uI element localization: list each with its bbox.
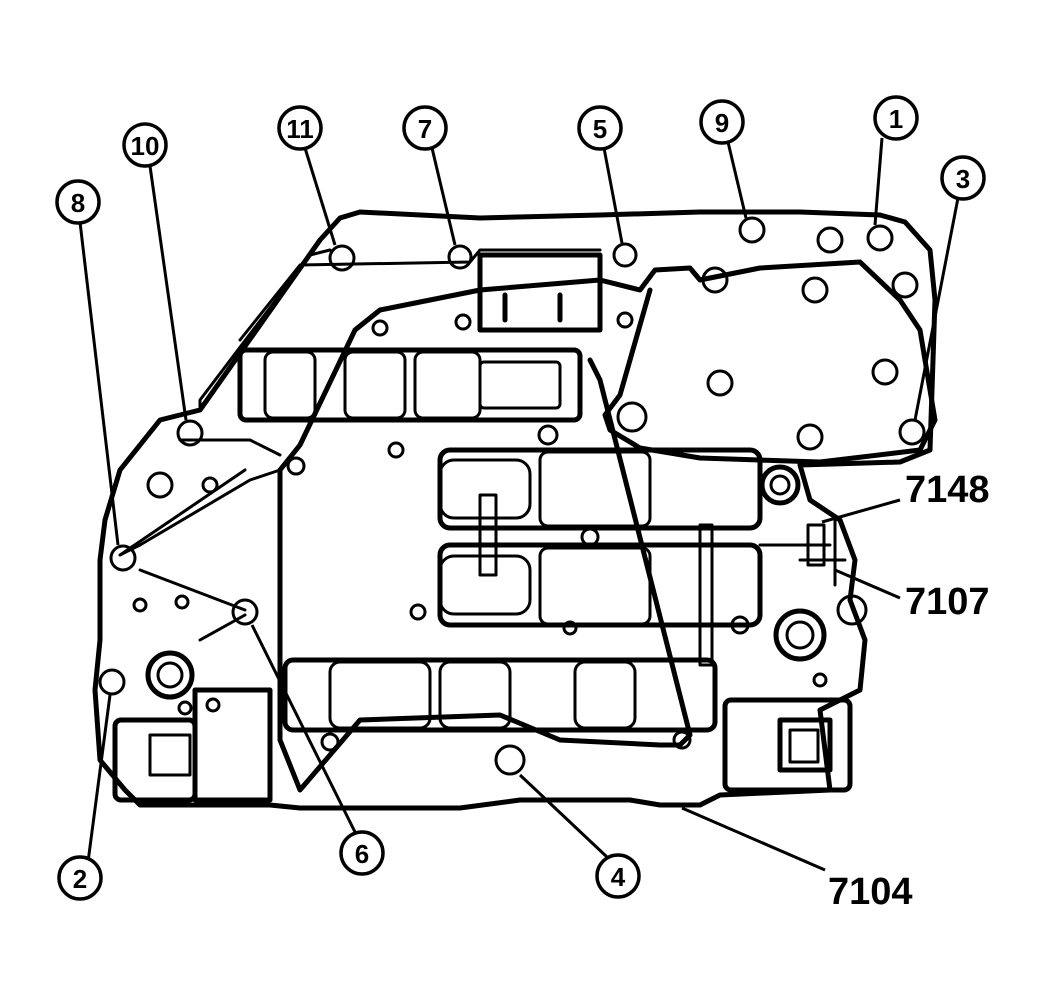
separator-plate-outline (277, 259, 938, 473)
part-labels: 7148 7107 7104 (828, 469, 990, 913)
callout-8: 8 (55, 179, 101, 225)
callout-1: 1 (873, 95, 919, 141)
callout-7: 7 (402, 105, 448, 151)
callout-10-number: 10 (131, 131, 160, 161)
middle-valve-bores (437, 447, 763, 667)
callout-4: 4 (595, 853, 641, 899)
part-label-7107: 7107 (905, 581, 990, 623)
detent-hardware (758, 518, 868, 626)
valve-body-outline (92, 209, 938, 811)
top-center-pocket (477, 252, 603, 333)
leader-lines (78, 137, 960, 872)
separator-plate-lower (277, 357, 693, 793)
callout-10: 10 (122, 122, 168, 168)
callout-11-number: 11 (286, 114, 314, 144)
left-solenoid (112, 650, 273, 803)
callout-3-number: 3 (956, 164, 970, 194)
callout-5-number: 5 (593, 114, 607, 144)
bolt-bosses (98, 216, 926, 776)
callout-7-number: 7 (418, 114, 432, 144)
callout-4-number: 4 (611, 862, 626, 892)
right-solenoid (722, 464, 853, 793)
callout-11: 11 (277, 105, 323, 151)
callout-2: 2 (57, 855, 103, 901)
callout-9: 9 (699, 99, 745, 145)
lower-valve-bore (282, 657, 718, 733)
callout-6-number: 6 (355, 839, 369, 869)
callout-9-number: 9 (715, 108, 729, 138)
callout-1-number: 1 (889, 104, 903, 134)
callout-8-number: 8 (71, 188, 85, 218)
cover-plate-holes (616, 224, 919, 451)
callouts: 1 2 3 4 5 6 7 8 (55, 95, 986, 901)
misc-holes (132, 311, 828, 752)
callout-6: 6 (339, 830, 385, 876)
callout-2-number: 2 (73, 864, 87, 894)
callout-5: 5 (577, 105, 623, 151)
valve-body-drawing (92, 209, 938, 811)
left-gasket-web (118, 438, 282, 642)
callout-3: 3 (940, 155, 986, 201)
part-label-7104: 7104 (828, 871, 913, 913)
part-label-7148: 7148 (905, 469, 990, 511)
upper-valve-bore (237, 347, 583, 423)
